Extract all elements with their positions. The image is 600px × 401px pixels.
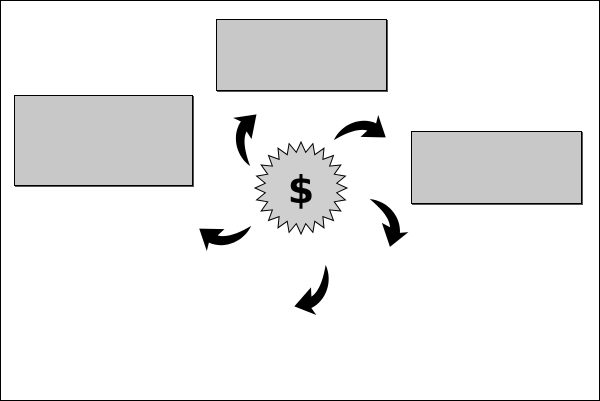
curved-arrow-icon-2 bbox=[333, 102, 394, 164]
starburst-shape bbox=[253, 140, 349, 236]
dollar-starburst-icon: $ bbox=[253, 140, 349, 236]
box-left bbox=[14, 95, 193, 186]
curved-arrow-icon-3 bbox=[359, 198, 415, 251]
box-right bbox=[411, 131, 582, 204]
box-top bbox=[216, 19, 387, 91]
curved-arrow-icon-5 bbox=[191, 202, 252, 264]
curved-arrow-icon-4 bbox=[286, 264, 339, 320]
dollar-sign: $ bbox=[288, 168, 314, 212]
